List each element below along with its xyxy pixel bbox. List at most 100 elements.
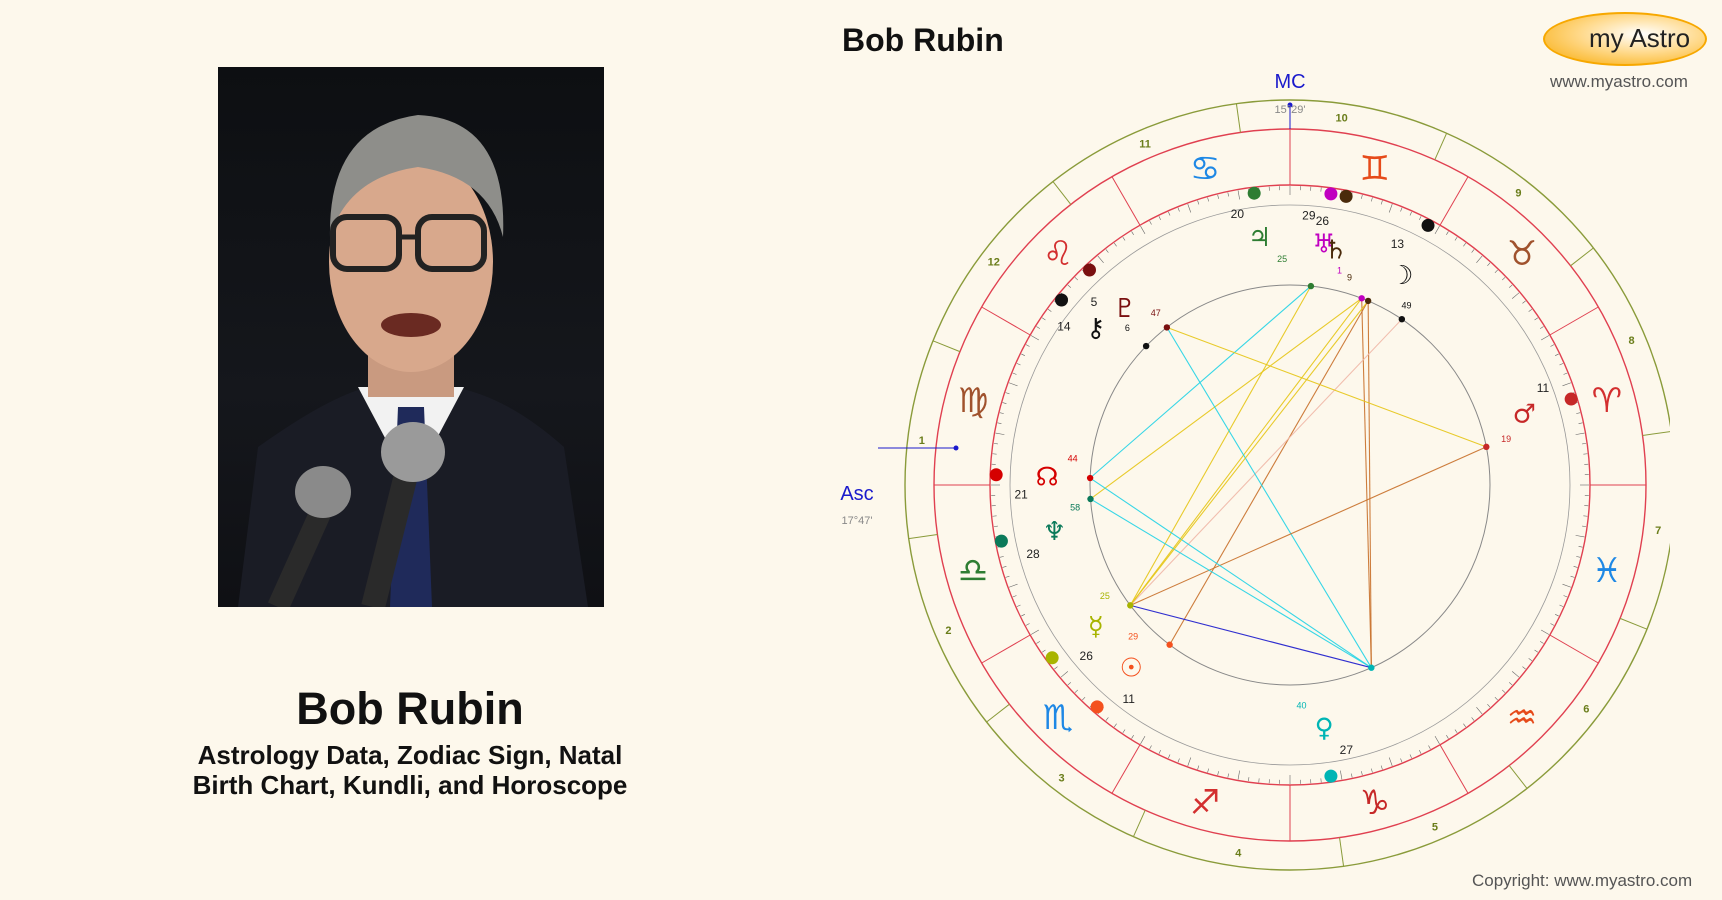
jupiter-inner-dot [1307,282,1315,290]
uranus-inner-dot [1358,295,1365,302]
degree-tick [1434,735,1440,745]
degree-tick [1575,432,1585,435]
degree-tick [1540,641,1544,644]
subtitle-line-1: Astrology Data, Zodiac Sign, Natal [197,740,623,770]
sign-divider [981,634,1031,664]
degree-tick [1540,326,1544,329]
moon-marker [1421,218,1435,232]
pluto-minute: 47 [1151,308,1161,318]
house-number-2: 2 [945,625,951,637]
degree-tick [1114,242,1117,247]
aspect-neptune-venus [1090,498,1372,669]
degree-tick [997,422,1002,424]
degree-tick [1030,629,1040,635]
degree-tick [1409,211,1412,216]
degree-tick [1582,443,1587,445]
degree-tick [1122,236,1126,241]
sagittarius-sign-icon: ♐ [1190,783,1220,823]
mc-degree: 15°29' [1275,104,1306,116]
degree-tick [1419,216,1422,220]
degree-tick [1463,723,1466,728]
logo-text: my Astro [1589,23,1691,53]
degree-ring [1009,204,1571,766]
degree-tick [1177,207,1180,212]
house-cusp [1642,431,1670,436]
venus-degree: 27 [1340,743,1354,757]
asc-axis-dot [953,445,959,451]
house-cusp [932,340,961,353]
moon-degree: 13 [1391,237,1405,251]
degree-tick [1187,757,1192,767]
asc-label: Asc [840,483,873,505]
degree-tick [1237,190,1240,200]
house-number-6: 6 [1583,703,1589,715]
taurus-sign-icon: ♉ [1507,234,1537,274]
house-number-10: 10 [1336,113,1348,125]
degree-tick [1476,706,1483,715]
saturn-marker [1339,189,1353,203]
degree-tick [1207,197,1209,202]
degree-tick [1047,309,1052,312]
person-subtitle: Astrology Data, Zodiac Sign, Natal Birth… [0,740,820,800]
degree-tick [1217,771,1219,776]
degree-tick [1494,269,1498,274]
degree-tick [1016,604,1021,607]
aspect-uranus-neptune [1090,297,1363,500]
mars-minute: 19 [1501,434,1511,444]
degree-tick [1409,754,1412,759]
degree-tick [999,556,1004,558]
degree-tick [995,432,1005,435]
degree-tick [1550,344,1555,347]
degree-tick [1487,704,1491,708]
myastro-logo[interactable]: my Astro [1543,12,1713,70]
house-number-1: 1 [919,435,925,447]
degree-tick [1575,535,1585,538]
uranus-degree: 29 [1302,209,1316,223]
sign-divider [981,306,1031,336]
node-marker [989,468,1003,482]
jupiter-degree: 20 [1231,207,1245,221]
mercury-marker [1045,651,1059,665]
sign-divider [1111,744,1141,794]
aspect-jupiter-mercury [1129,285,1312,606]
degree-tick [1067,284,1071,288]
degree-tick [1158,750,1161,754]
degree-tick [1207,768,1209,773]
degree-tick [1578,422,1583,424]
degree-tick [1555,353,1559,356]
pisces-sign-icon: ♓ [1592,551,1622,591]
house-cusp [1132,810,1146,837]
degree-tick [1074,277,1079,281]
degree-tick [1005,575,1010,578]
degree-tick [1534,649,1539,653]
chiron-minute: 6 [1125,323,1130,333]
degree-tick [1008,583,1018,588]
degree-tick [1509,284,1513,288]
degree-tick [1380,765,1383,770]
sun-degree: 11 [1122,692,1135,706]
sun-inner-dot [1166,641,1173,648]
degree-tick [1248,777,1250,782]
degree-tick [999,412,1004,414]
degree-tick [1036,641,1040,644]
degree-tick [1446,231,1449,235]
chiron-degree: 14 [1057,320,1071,334]
degree-tick [1097,255,1104,264]
aspect-uranus-mercury [1129,297,1363,606]
degree-tick [1555,614,1559,617]
venus-inner-dot [1368,664,1375,671]
leo-sign-icon: ♌ [1043,234,1073,274]
aspect-pluto-venus [1166,327,1372,668]
aspect-moon-mercury [1129,318,1403,606]
site-url[interactable]: www.myastro.com [1550,72,1688,91]
degree-tick [1454,236,1458,241]
pluto-inner-dot [1163,324,1171,331]
degree-tick [1074,689,1079,693]
house-cusp [908,534,938,540]
degree-tick [1025,623,1030,626]
house-number-7: 7 [1655,525,1661,537]
virgo-sign-icon: ♍ [958,381,988,421]
neptune-icon: ♆ [1043,517,1066,547]
node-inner-dot [1086,474,1094,482]
pluto-marker [1082,263,1096,277]
